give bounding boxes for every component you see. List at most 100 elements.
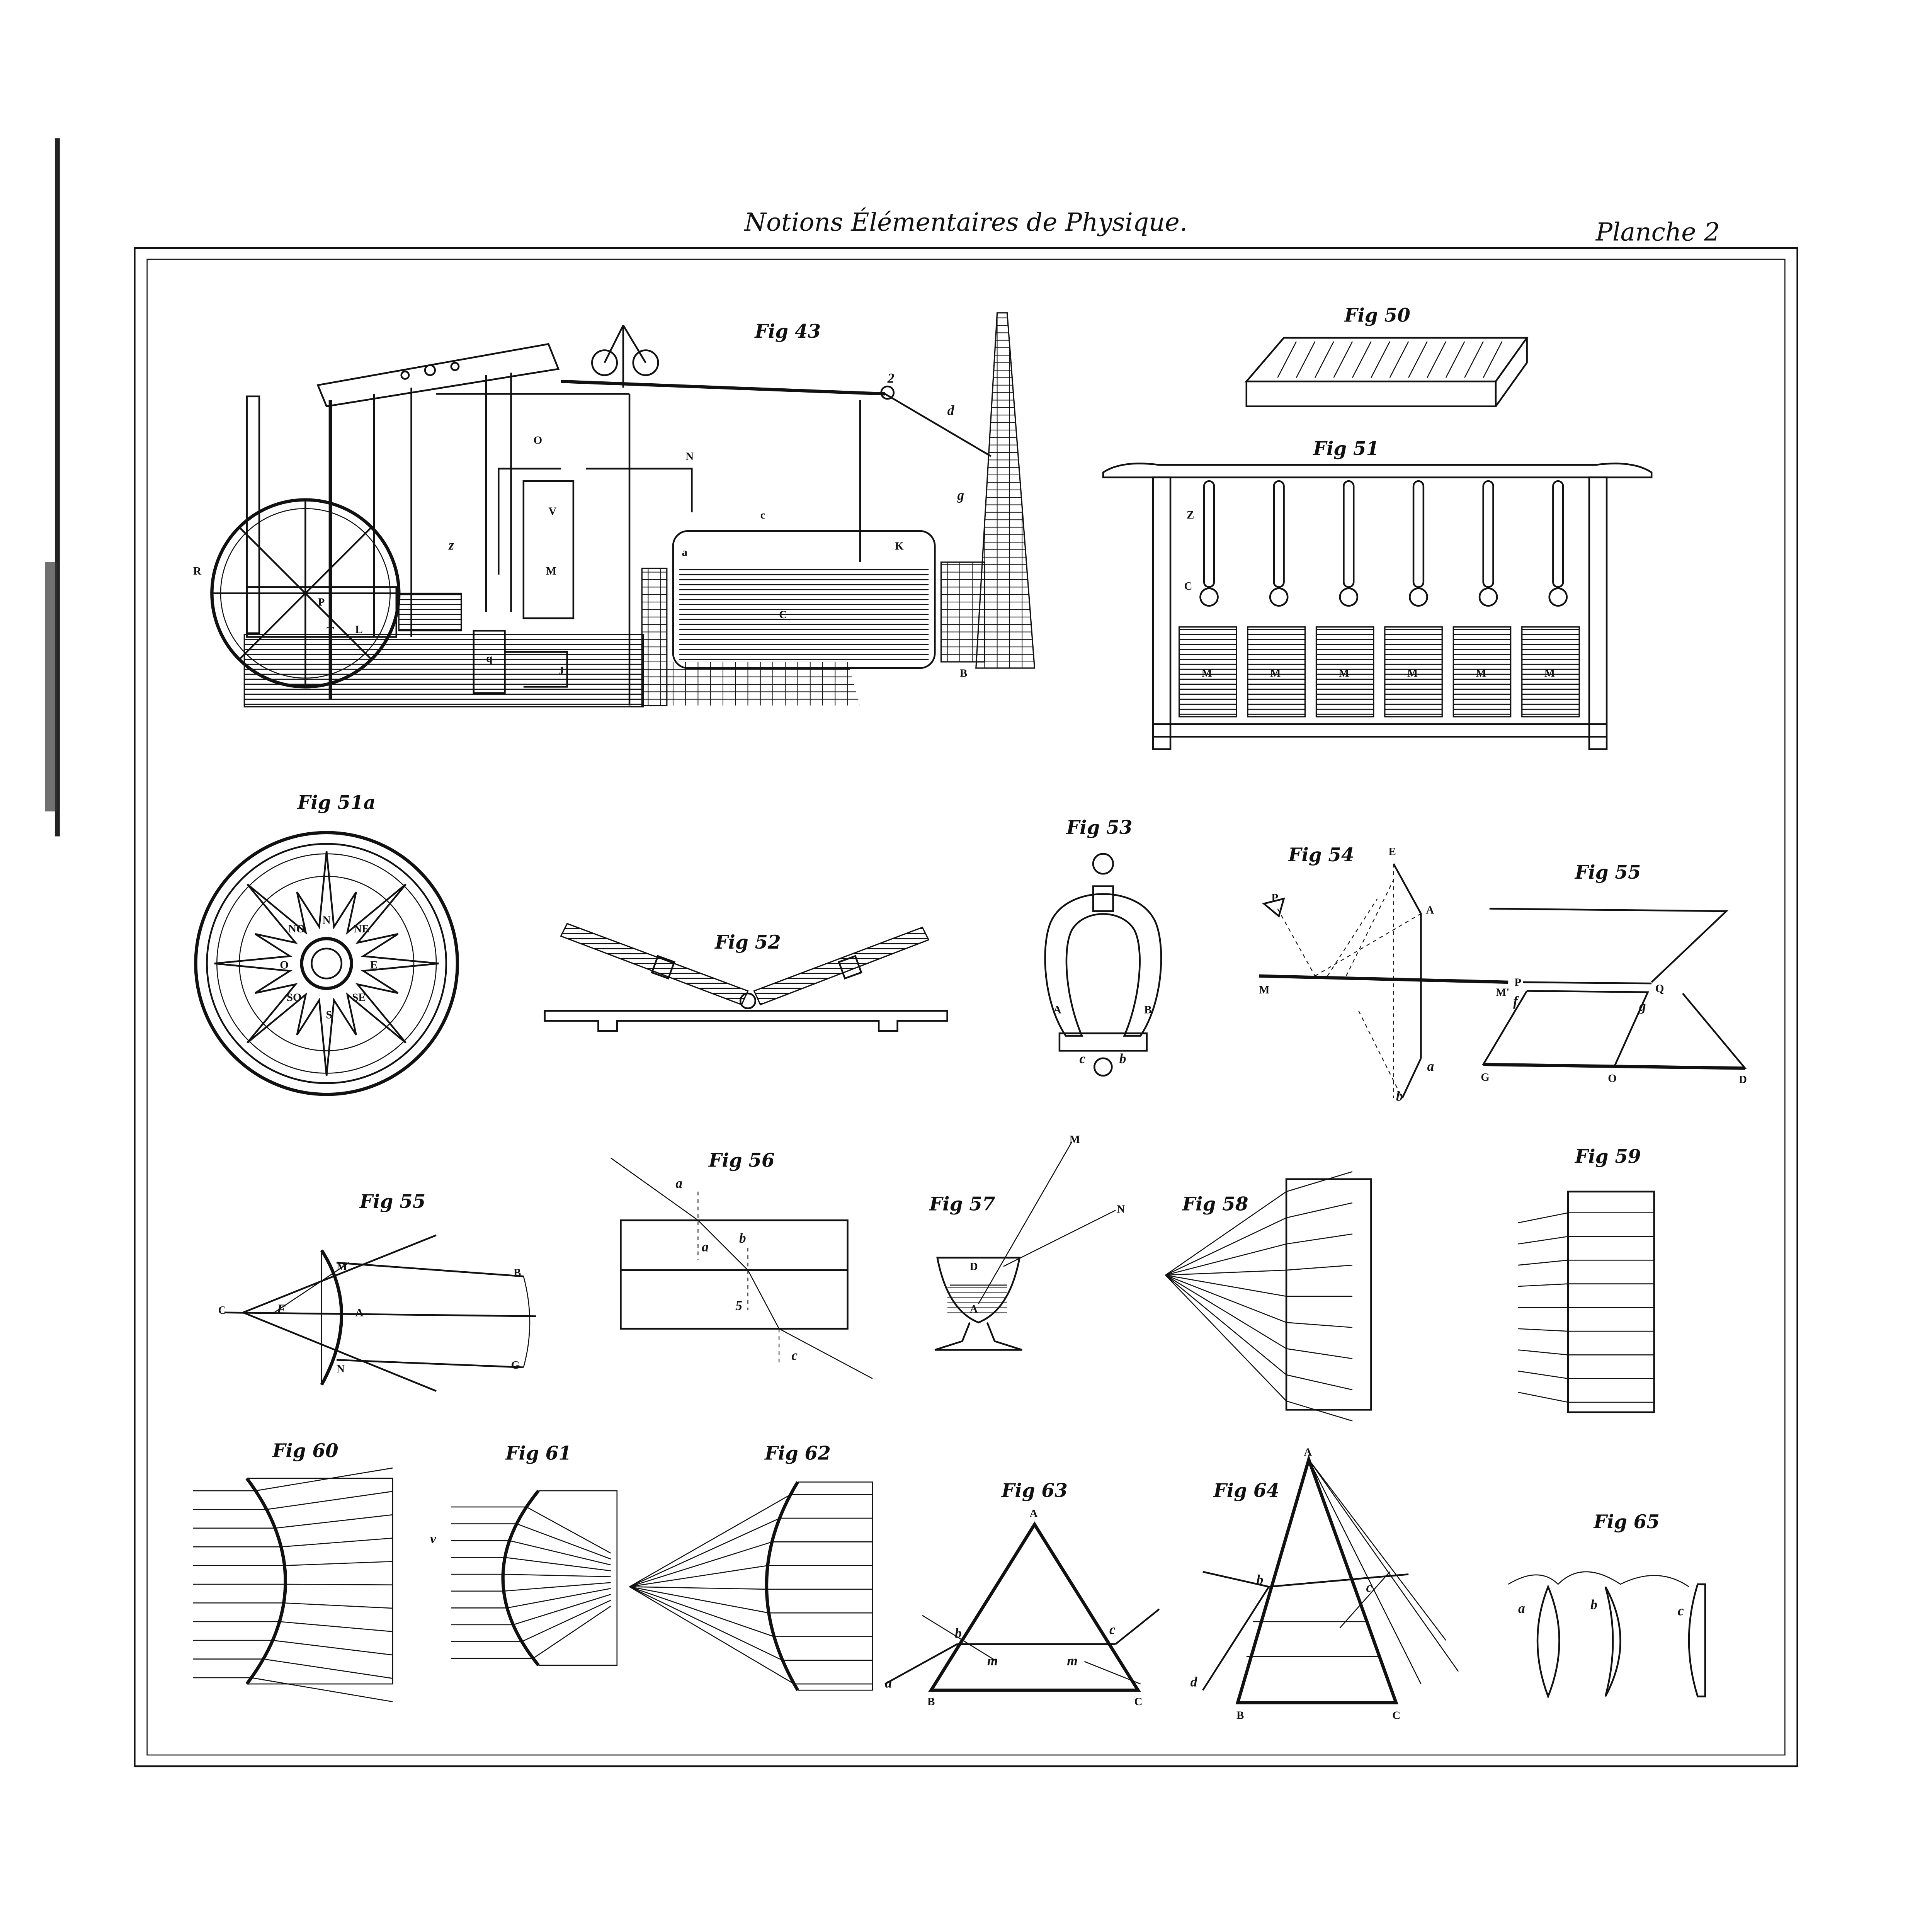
svg-text:P: P: [318, 596, 325, 609]
ray-line: [516, 1523, 611, 1560]
thermometer: [1273, 480, 1285, 588]
ray-line: [266, 1491, 393, 1510]
compass-tick: [348, 846, 350, 856]
fig-label: Fig 62: [764, 1442, 831, 1464]
svg-text:M: M: [546, 565, 556, 577]
trough-slat: [1277, 341, 1297, 378]
svg-text:R: R: [193, 565, 202, 577]
svg-text:B: B: [927, 1696, 935, 1708]
svg-text:g: g: [957, 488, 964, 503]
ray-line: [503, 1573, 611, 1577]
compass-tick: [337, 844, 338, 854]
ray-line: [1286, 1374, 1353, 1391]
thermometer-bulb: [1199, 587, 1219, 607]
svg-text:SE: SE: [352, 991, 366, 1003]
trough-slat: [1352, 341, 1372, 378]
ray-line: [526, 1506, 611, 1554]
svg-text:V: V: [548, 505, 556, 517]
svg-text:O: O: [1608, 1072, 1617, 1085]
trough-slat: [1296, 341, 1316, 378]
compass-tick: [281, 1065, 285, 1074]
compass-tick: [251, 1048, 257, 1056]
svg-text:5: 5: [735, 1298, 742, 1313]
ray-line: [1286, 1400, 1353, 1422]
compass-tick: [359, 1068, 361, 1078]
fig-label: Fig 52: [714, 932, 781, 953]
svg-text:A: A: [355, 1306, 363, 1319]
compass-tick: [436, 952, 446, 953]
fig-58-diverging-rays: Fig 58: [1165, 1171, 1372, 1422]
svg-text:v: v: [430, 1531, 437, 1546]
ray-line: [251, 1677, 393, 1702]
svg-text:c: c: [1366, 1579, 1372, 1595]
svg-text:G: G: [1481, 1071, 1490, 1083]
compass-tick: [292, 1068, 294, 1078]
ray-line: [285, 1583, 393, 1585]
thermometer: [1482, 480, 1494, 588]
compass-tick: [423, 907, 432, 912]
ray-line: [1286, 1233, 1353, 1245]
trough-slat: [1333, 341, 1353, 378]
trough-slat: [1315, 341, 1334, 378]
svg-text:a: a: [1427, 1058, 1434, 1074]
compass-tick: [251, 871, 257, 879]
compass-tick: [260, 1055, 265, 1063]
compass-tick: [216, 1005, 225, 1009]
svg-text:A: A: [970, 1303, 978, 1315]
ray-line: [1518, 1260, 1568, 1266]
fig-65-lenses: Fig 65 a b c: [1508, 1511, 1706, 1699]
svg-text:N: N: [337, 1363, 345, 1375]
compass-tick: [412, 1033, 419, 1039]
jar: [1521, 626, 1580, 718]
compass-tick: [337, 1073, 338, 1083]
ray-line: [513, 1594, 611, 1626]
ray-line: [1518, 1349, 1568, 1355]
ray-line: [505, 1557, 611, 1571]
fig-label: Fig 65: [1593, 1511, 1660, 1533]
ray-line: [507, 1588, 611, 1609]
ray-line: [1518, 1371, 1568, 1379]
svg-text:b: b: [1119, 1051, 1126, 1066]
compass-tick: [227, 1024, 235, 1030]
ray-line: [503, 1582, 611, 1592]
trough-slat: [1427, 341, 1447, 378]
jar-label: M: [1202, 667, 1212, 680]
trough-slat: [1483, 341, 1503, 378]
svg-text:b: b: [1396, 1088, 1403, 1104]
ray-line: [629, 1586, 769, 1614]
fig-50-trough: Fig 50: [1244, 304, 1529, 407]
compass-tick: [303, 846, 305, 856]
compass-tick: [359, 849, 361, 859]
jar-label: M: [1339, 667, 1349, 680]
jar-label: M: [1270, 667, 1281, 680]
svg-text:2: 2: [887, 370, 895, 386]
fig-label: Fig 53: [1066, 817, 1133, 838]
compass-tick: [234, 1033, 242, 1039]
fig-label: Fig 56: [708, 1150, 775, 1171]
fig-43-steam-engine: Fig 43: [193, 312, 1036, 707]
fig-53-magnet: Fig 53 A B c b: [1044, 817, 1162, 1077]
compass-tick: [207, 952, 218, 953]
svg-text:m: m: [1067, 1653, 1078, 1668]
svg-text:SO: SO: [287, 991, 302, 1003]
svg-text:K: K: [895, 540, 904, 553]
fig-label: Fig 64: [1213, 1480, 1279, 1502]
compass-tick: [281, 853, 285, 862]
ray-line: [1518, 1283, 1568, 1287]
ray-line: [521, 1600, 611, 1642]
svg-text:c: c: [1678, 1603, 1684, 1619]
svg-text:C: C: [218, 1304, 226, 1316]
plate-number: Planche 2: [1595, 218, 1720, 247]
scan-edge-marks: [45, 562, 58, 811]
compass-tick: [348, 1071, 350, 1081]
thermometer: [1343, 480, 1355, 588]
ray-line: [1286, 1322, 1353, 1328]
ray-line: [1165, 1274, 1287, 1297]
fig-43-letters: R P T L O V M N c K C J B d g 2 a q z: [193, 370, 967, 679]
thermometer-bulb: [1409, 587, 1428, 607]
svg-text:A: A: [1304, 1446, 1312, 1459]
ray-line: [1165, 1191, 1287, 1276]
ray-line: [629, 1586, 794, 1685]
compass-tick: [292, 849, 294, 859]
compass-tick: [428, 1005, 437, 1009]
